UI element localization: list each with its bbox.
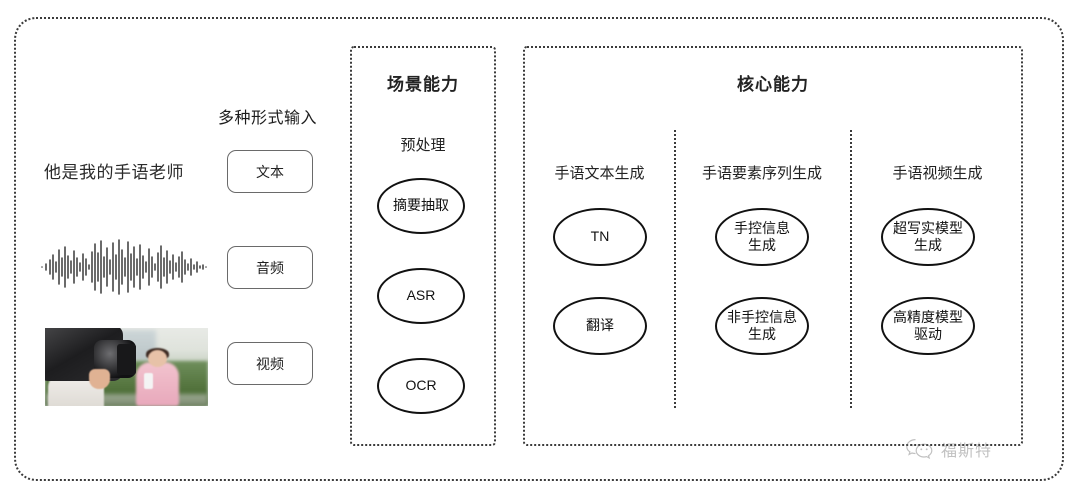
- core-column-label-sign-text-generation: 手语文本生成: [554, 165, 645, 182]
- thumb-camera-hood: [116, 343, 137, 375]
- video-thumbnail: [45, 328, 208, 406]
- scene-panel-title: 场景能力: [387, 75, 459, 94]
- node-asr[interactable]: ASR: [377, 268, 465, 324]
- wechat-icon: [906, 439, 933, 460]
- core-column-divider-2: [850, 130, 852, 408]
- input-section-heading: 多种形式输入: [218, 110, 318, 127]
- node-tn[interactable]: TN: [553, 208, 647, 266]
- thumb-microphone: [144, 373, 153, 389]
- scene-sub-label-preprocess: 预处理: [400, 137, 446, 154]
- core-column-label-sign-element-sequence-generation: 手语要素序列生成: [701, 165, 822, 182]
- core-column-label-sign-video-generation: 手语视频生成: [892, 165, 983, 182]
- node-ocr[interactable]: OCR: [377, 358, 465, 414]
- input-type-button-text[interactable]: 文本: [227, 150, 313, 193]
- scene-capability-panel: 场景能力 预处理 摘要抽取 ASR OCR: [350, 46, 496, 446]
- core-column-divider-1: [674, 130, 676, 408]
- input-type-button-audio[interactable]: 音频: [227, 246, 313, 289]
- input-type-button-video[interactable]: 视频: [227, 342, 313, 385]
- core-capability-panel: 核心能力 手语文本生成 TN 翻译 手语要素序列生成 手控信息 生成 非手控信息…: [523, 46, 1023, 446]
- node-manual-signal-generation[interactable]: 手控信息 生成: [715, 208, 809, 266]
- node-non-manual-signal-generation[interactable]: 非手控信息 生成: [715, 297, 809, 355]
- node-summary-extraction[interactable]: 摘要抽取: [377, 178, 465, 234]
- watermark-text: 福斯特: [941, 443, 993, 460]
- node-photorealistic-model-generation[interactable]: 超写实模型 生成: [881, 208, 975, 266]
- audio-waveform-icon: [41, 239, 207, 295]
- watermark: 福斯特: [905, 437, 992, 461]
- core-panel-title: 核心能力: [737, 75, 809, 94]
- thumb-reporter-head: [147, 349, 168, 367]
- node-translation[interactable]: 翻译: [553, 297, 647, 355]
- thumb-reporter-body: [136, 362, 179, 406]
- node-high-precision-model-driving[interactable]: 高精度模型 驱动: [881, 297, 975, 355]
- thumb-hand: [89, 368, 111, 389]
- sample-input-text: 他是我的手语老师: [44, 163, 184, 182]
- outer-dotted-frame: [14, 17, 1064, 481]
